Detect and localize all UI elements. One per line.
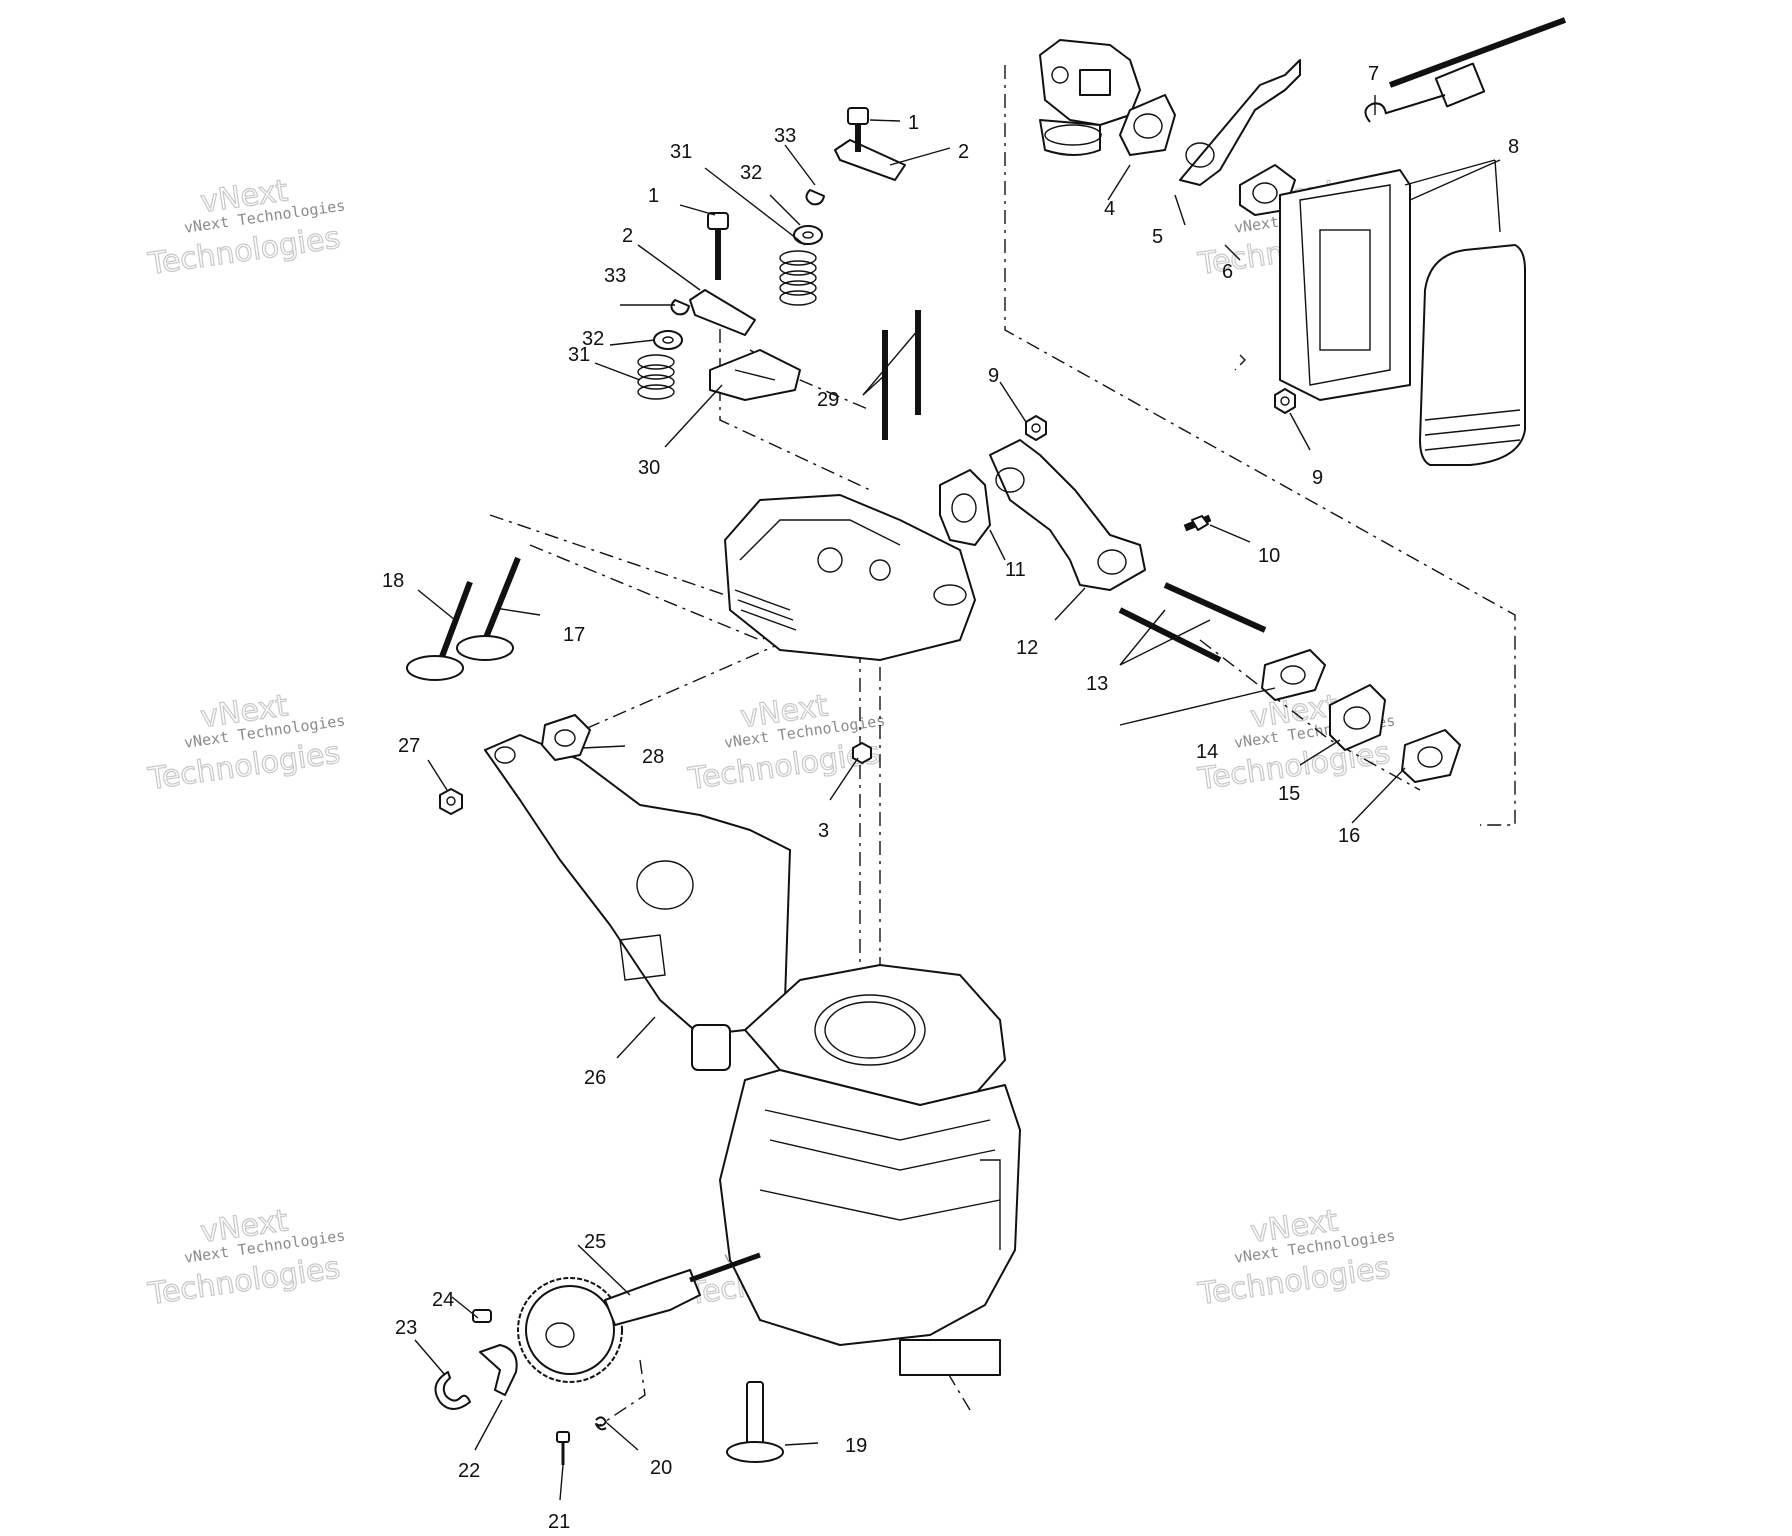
nut-3 — [852, 742, 872, 764]
gasket-4 — [1119, 94, 1176, 156]
callout-18: 18 — [382, 570, 404, 592]
callout-2: 2 — [958, 141, 969, 163]
muffler-26 — [484, 734, 791, 1071]
valve-keeper-33a — [805, 189, 825, 206]
choke-cable-7 — [1364, 17, 1567, 123]
valve-keeper-33b — [670, 299, 690, 316]
callout-12: 12 — [1016, 637, 1038, 659]
leader-lines — [414, 95, 1501, 1501]
spring-retainer-32a — [793, 225, 823, 245]
watermark: vNext vNext Technologies Technologies — [145, 688, 346, 798]
callout-33: 33 — [774, 125, 796, 147]
callout-26: 26 — [584, 1067, 606, 1089]
stud-13a — [1163, 582, 1267, 633]
callout-13: 13 — [1086, 673, 1108, 695]
rocker-bolt-1b — [707, 212, 729, 280]
pin-24 — [472, 1309, 492, 1323]
callout-11: 11 — [1005, 559, 1026, 581]
callout-25: 25 — [584, 1231, 606, 1253]
camshaft-25 — [517, 1252, 761, 1383]
air-cleaner-housing-8 — [1279, 169, 1411, 401]
nut-27 — [439, 788, 463, 815]
callout-9: 9 — [1312, 467, 1323, 489]
callout-14: 14 — [1196, 741, 1218, 763]
callout-2: 2 — [622, 225, 633, 247]
cylinder-head — [724, 494, 976, 661]
callout-6: 6 — [1222, 261, 1233, 283]
spring-retainer-32b — [653, 330, 683, 350]
nut-9b — [1274, 388, 1296, 414]
callout-3: 3 — [818, 820, 829, 842]
callout-31: 31 — [670, 141, 692, 163]
exhaust-valve-18 — [406, 580, 473, 681]
callout-30: 30 — [638, 457, 660, 479]
callout-labels: 1 1 2 2 3 4 5 6 7 8 9 9 10 11 12 13 14 1… — [382, 63, 1519, 1533]
spacer-15 — [1329, 684, 1386, 751]
svg-text:Technologies: Technologies — [1195, 1251, 1392, 1313]
watermark: vNext vNext Technologies Technologies — [145, 173, 346, 283]
governor-weight-22 — [479, 1344, 518, 1396]
bolt-10 — [1183, 514, 1212, 532]
snap-ring-23 — [434, 1371, 471, 1410]
callout-1: 1 — [648, 185, 659, 207]
valve-spring-31b — [637, 354, 675, 400]
callout-32: 32 — [740, 162, 762, 184]
nut-9a — [1025, 415, 1047, 441]
muffler-gasket-28 — [541, 714, 591, 761]
callout-20: 20 — [650, 1457, 672, 1479]
callout-1: 1 — [908, 112, 919, 134]
valve-lifter-19 — [726, 1381, 784, 1463]
callout-21: 21 — [548, 1511, 570, 1533]
gasket-14 — [1261, 649, 1326, 701]
callout-4: 4 — [1104, 198, 1115, 220]
cylinder-block — [719, 964, 1021, 1376]
callout-7: 7 — [1368, 63, 1379, 85]
callout-5: 5 — [1152, 226, 1163, 248]
gasket-16 — [1401, 729, 1461, 783]
watermark: vNext vNext Technologies Technologies — [1195, 1203, 1396, 1313]
svg-text:Technologies: Technologies — [145, 1251, 342, 1313]
rocker-bolt-1a — [847, 107, 869, 152]
svg-text:Technologies: Technologies — [145, 221, 342, 283]
callout-17: 17 — [563, 624, 585, 646]
screw-21 — [556, 1431, 570, 1465]
callout-27: 27 — [398, 735, 420, 757]
callout-10: 10 — [1258, 545, 1280, 567]
callout-32: 32 — [582, 328, 604, 350]
valve-spring-31a — [779, 250, 817, 306]
rocker-arm-2b — [689, 289, 756, 336]
watermark: vNext vNext Technologies Technologies — [145, 1203, 346, 1313]
carburetor — [1039, 39, 1141, 156]
callout-19: 19 — [845, 1435, 867, 1457]
stud-13b — [1118, 607, 1222, 663]
callout-31: 31 — [568, 344, 590, 366]
callout-15: 15 — [1278, 783, 1300, 805]
callout-33: 33 — [604, 265, 626, 287]
rocker-arm-2a — [834, 139, 906, 181]
callout-24: 24 — [432, 1289, 454, 1311]
intake-manifold-12 — [989, 439, 1146, 591]
callout-8: 8 — [1508, 136, 1519, 158]
intake-valve-17 — [456, 556, 521, 661]
choke-bracket-5 — [1179, 59, 1301, 186]
callout-9: 9 — [988, 365, 999, 387]
intake-gasket-11 — [939, 469, 991, 546]
callout-22: 22 — [458, 1460, 480, 1482]
callout-28: 28 — [642, 746, 664, 768]
spring-20 — [595, 1416, 607, 1431]
air-filter-cover-8 — [1419, 244, 1526, 466]
callout-16: 16 — [1338, 825, 1360, 847]
svg-text:Technologies: Technologies — [145, 736, 342, 798]
callout-29: 29 — [817, 389, 839, 411]
push-rod-guide-30 — [709, 349, 801, 401]
callout-23: 23 — [395, 1317, 417, 1339]
